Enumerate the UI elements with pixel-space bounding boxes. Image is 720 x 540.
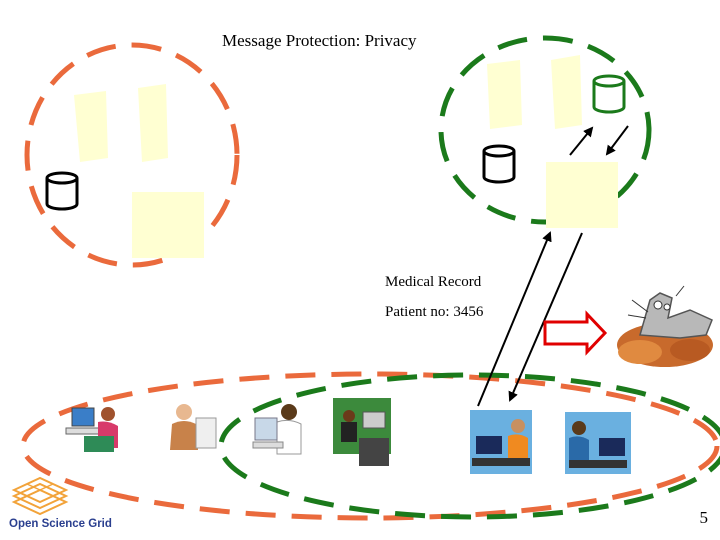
medical-record-heading: Medical Record (385, 274, 482, 290)
note-right-3 (546, 162, 618, 228)
person-at-computer-icon (470, 410, 532, 474)
arrow-down (605, 125, 629, 156)
slide-title: Message Protection: Privacy (222, 31, 417, 50)
note-right-1 (487, 60, 522, 129)
orange-top-group (24, 42, 240, 268)
person-at-computer-icon (333, 398, 391, 466)
page-number: 5 (699, 508, 709, 527)
database-icon (592, 74, 626, 114)
note-left-3 (132, 192, 204, 258)
person-at-computer-icon (170, 404, 217, 450)
arrow-long-up (477, 231, 552, 407)
attacker-creature-icon (617, 285, 713, 367)
note-right-2 (551, 55, 582, 129)
database-icon (482, 144, 516, 184)
green-top-group (438, 35, 652, 225)
logo-text: Open Science Grid (9, 518, 112, 530)
database-icon (45, 171, 79, 211)
arrow-long-down (508, 232, 583, 402)
arrow-up (569, 126, 594, 156)
orange-bottom-group (20, 371, 720, 521)
patient-number: Patient no: 3456 (385, 304, 484, 320)
open-science-grid-logo-icon (11, 476, 69, 516)
attack-arrow (543, 310, 608, 356)
person-at-computer-icon (252, 404, 302, 455)
person-at-computer-icon (65, 407, 118, 452)
person-at-computer-icon (565, 412, 631, 474)
note-left-1 (74, 91, 108, 162)
note-left-2 (138, 84, 168, 162)
